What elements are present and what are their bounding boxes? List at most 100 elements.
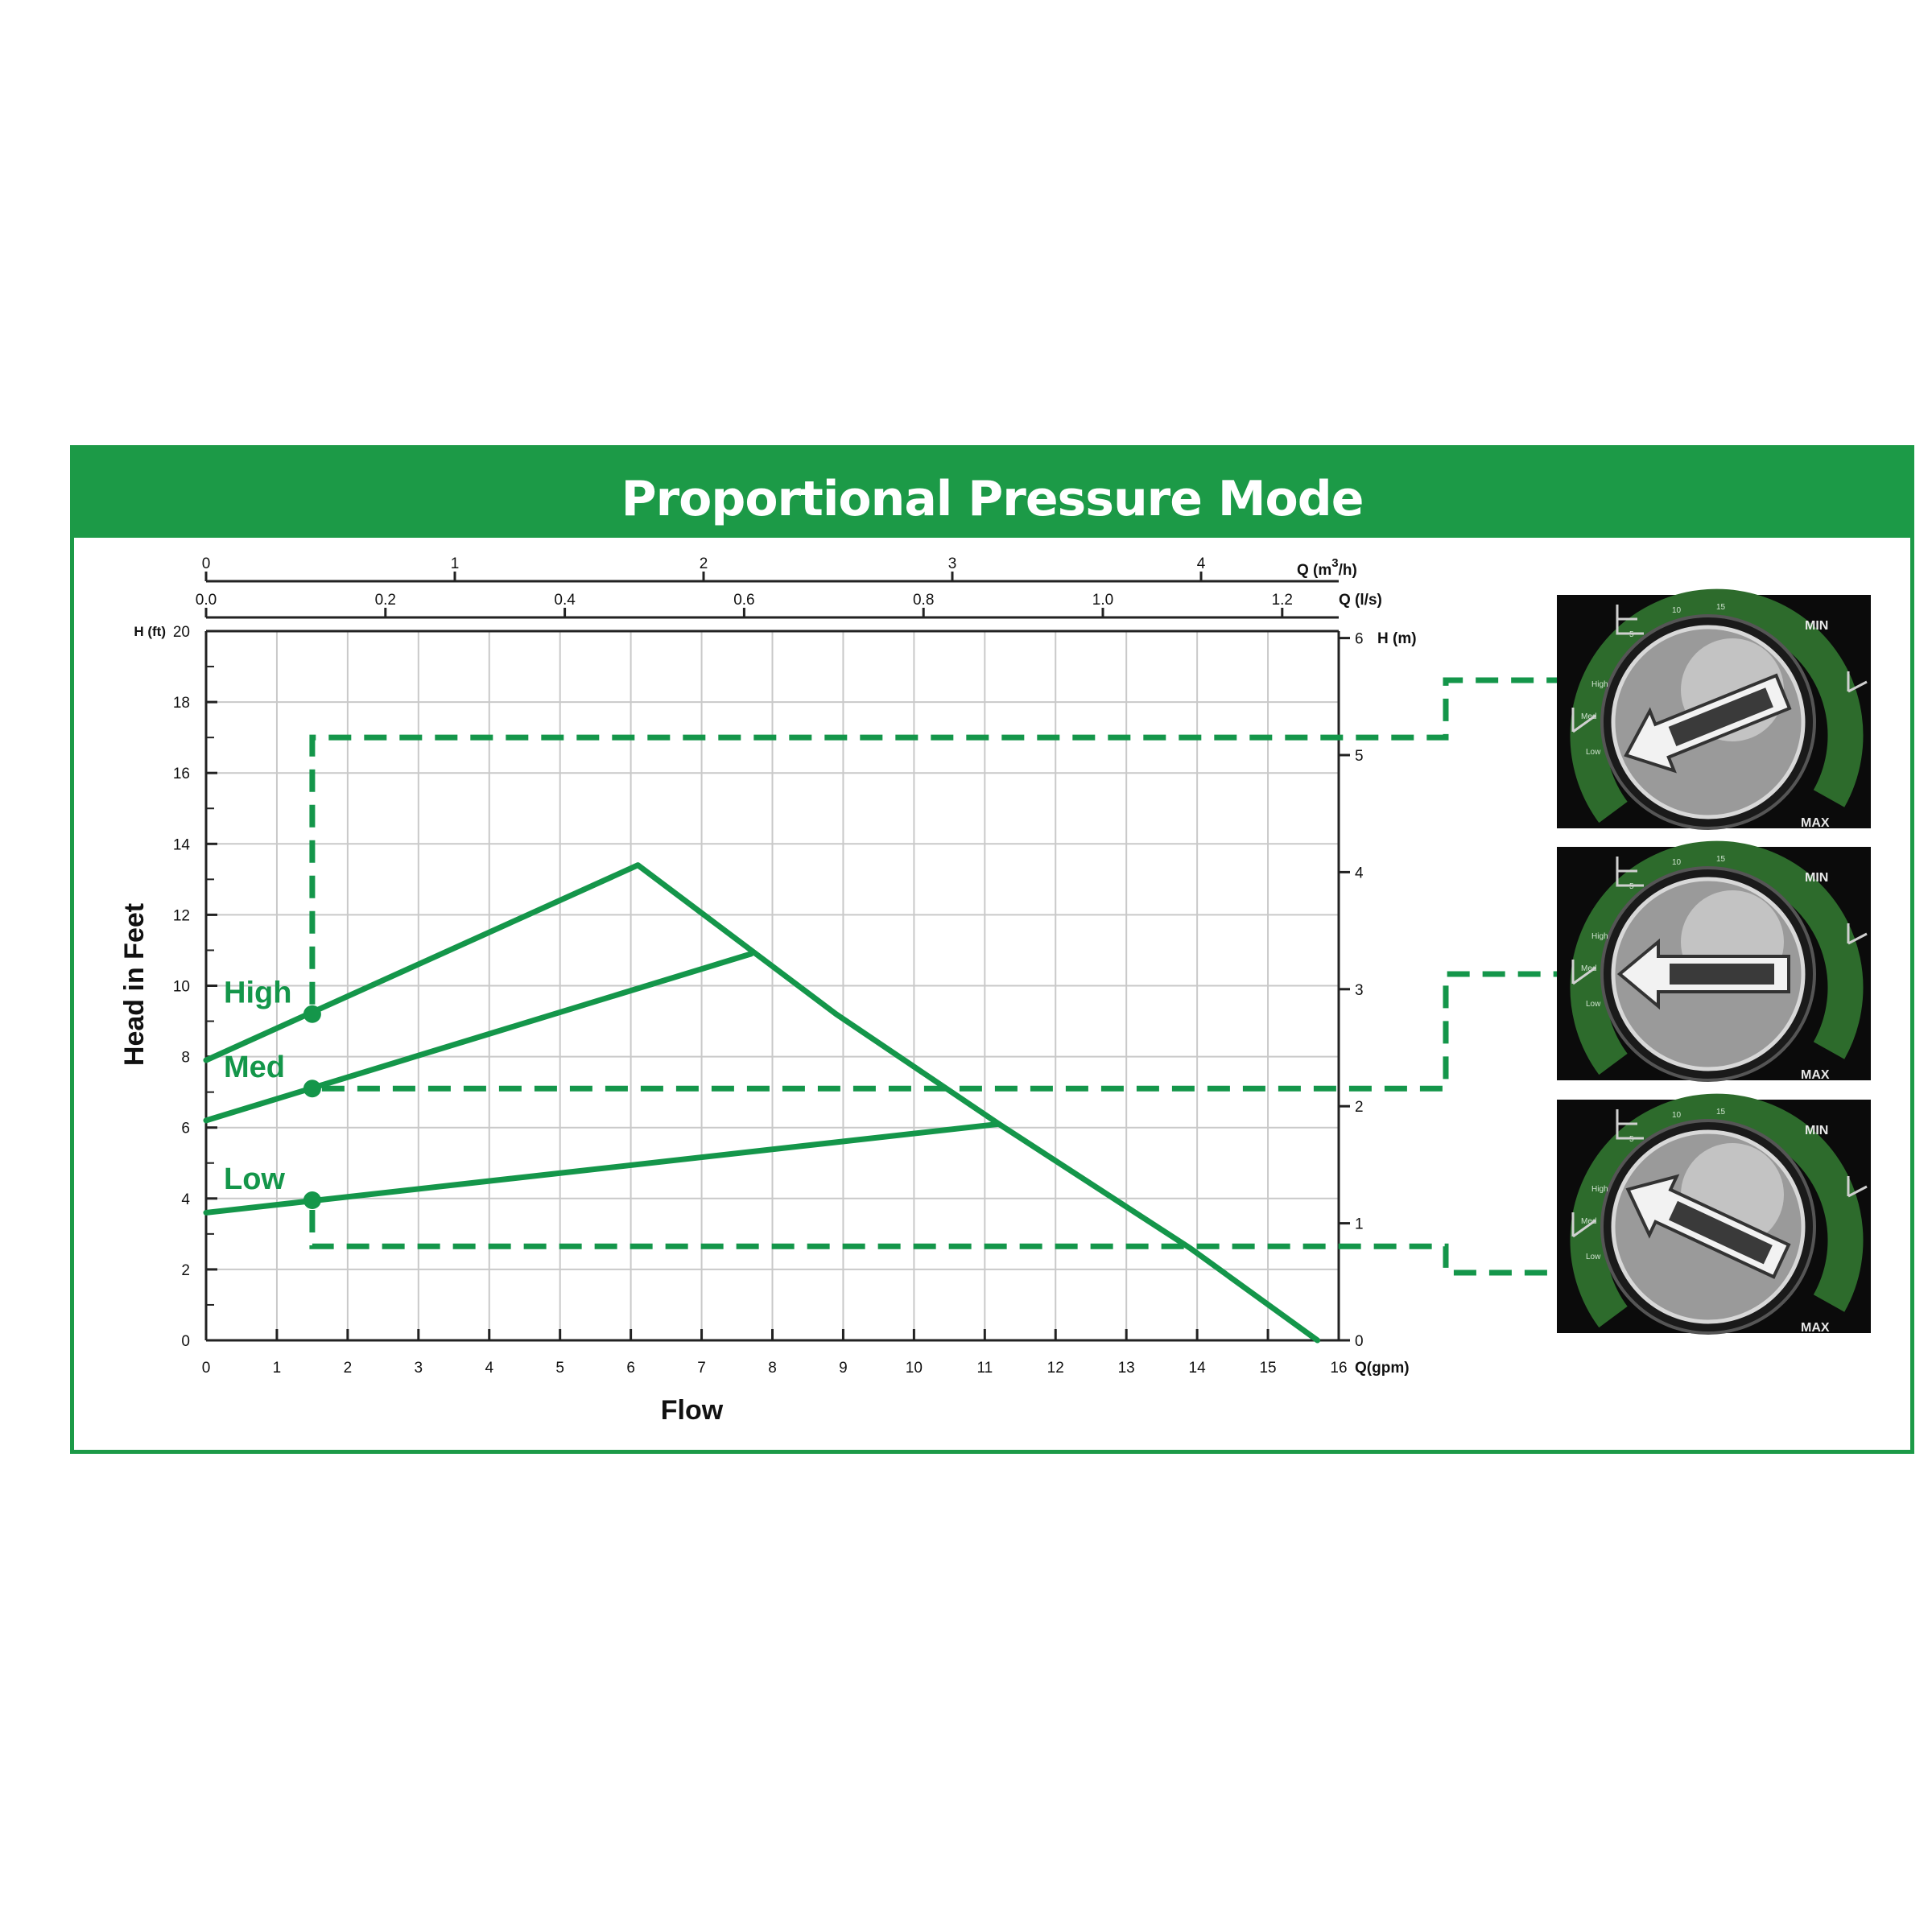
point-med [303, 1080, 321, 1098]
label-low: Low [224, 1162, 285, 1196]
dial-high-label: High [1591, 1185, 1608, 1194]
point-low [303, 1191, 321, 1210]
dial-scale-15: 15 [1716, 1108, 1726, 1117]
dial-high-label: High [1591, 932, 1608, 941]
x-tick-label: 4 [485, 1360, 493, 1377]
guide-low [309, 1210, 1604, 1276]
x-tick-label: 5 [555, 1360, 564, 1377]
x-tick-label: 8 [768, 1360, 777, 1377]
dial-high-label: High [1591, 680, 1608, 689]
dial-low-label: Low [1586, 1253, 1601, 1261]
y-unit-label: H (ft) [134, 624, 166, 639]
y-tick-label: 12 [173, 907, 190, 924]
x-tick-label: 2 [344, 1360, 353, 1377]
top-m3h-label: Q (m3/h) [1297, 556, 1357, 579]
label-high: High [224, 976, 291, 1010]
grid [206, 631, 1339, 1340]
proportional-pressure-icon [1571, 1212, 1596, 1238]
guide-med [321, 971, 1594, 1092]
x-tick-label: 0 [202, 1360, 211, 1377]
y-tick-label: 0 [181, 1333, 190, 1350]
system-curve-line [634, 862, 1321, 1344]
dial-grip [1670, 964, 1774, 985]
y-tick-label: 14 [173, 836, 191, 853]
series-line-med [203, 951, 754, 1124]
y-tick-label: 4 [181, 1191, 190, 1208]
top-ls-label: Q (l/s) [1339, 592, 1382, 609]
top-ls-tick-label: 0.0 [196, 592, 217, 609]
x-tick-label: 3 [415, 1360, 423, 1377]
top-m3h-tick-label: 3 [948, 555, 957, 572]
x-tick-label: 14 [1189, 1360, 1207, 1377]
y-tick-label: 18 [173, 695, 190, 712]
top-ls-tick-label: 0.4 [554, 592, 576, 609]
dial-max-label: MAX [1801, 1321, 1830, 1335]
dial-scale-10: 10 [1672, 606, 1682, 615]
dial-scale-ring [1570, 1093, 1864, 1328]
dial-min-label: MIN [1805, 619, 1828, 633]
top-m3h-tick-label: 4 [1197, 555, 1206, 572]
x-tick-label: 16 [1330, 1360, 1347, 1377]
right-tick-label: 6 [1355, 631, 1364, 648]
right-axis-label: H (m) [1377, 630, 1417, 647]
top-ls-tick-label: 1.2 [1272, 592, 1293, 609]
right-tick-label: 2 [1355, 1099, 1364, 1116]
series-line-high [203, 862, 641, 1063]
dial-med-label: Med [1581, 1217, 1596, 1226]
dial-pointer [1625, 1174, 1791, 1279]
top-m3h-tick-label: 1 [451, 555, 460, 572]
y-axis-title: Head in Feet [119, 903, 150, 1066]
x-tick-label: 1 [273, 1360, 282, 1377]
constant-pressure-icon [1616, 857, 1644, 887]
page-title: Proportional Pressure Mode [621, 471, 1364, 527]
x-tick-label: 13 [1118, 1360, 1135, 1377]
top-m3h-tick-label: 0 [202, 555, 211, 572]
x-tick-label: 11 [976, 1360, 993, 1377]
y-tick-label: 16 [173, 766, 190, 782]
dial-pointer [1616, 938, 1790, 1010]
dial-scale-15: 15 [1716, 603, 1726, 612]
proportional-pressure-icon [1571, 708, 1596, 733]
top-m3h-tick-label: 2 [700, 555, 708, 572]
dial-pointer [1624, 673, 1792, 774]
constant-pressure-icon [1616, 1109, 1644, 1140]
right-tick-label: 1 [1355, 1216, 1364, 1233]
right-tick-label: 3 [1355, 982, 1364, 999]
x-tick-label: 15 [1259, 1360, 1276, 1377]
dial-med-label: Med [1581, 712, 1596, 721]
dial-grip [1668, 687, 1773, 747]
dial-min-label: MIN [1805, 871, 1828, 885]
dial-scale-10: 10 [1672, 858, 1682, 867]
y-tick-label: 8 [181, 1050, 190, 1067]
dial-scale-10: 10 [1672, 1111, 1682, 1120]
dial-max-label: MAX [1801, 816, 1830, 830]
constant-pressure-icon [1616, 605, 1644, 635]
x-unit-label: Q(gpm) [1355, 1360, 1410, 1377]
point-high [303, 1005, 321, 1023]
dial-scale-ring [1570, 588, 1864, 824]
guide-high [309, 677, 1604, 1005]
label-med: Med [224, 1051, 285, 1084]
x-tick-label: 9 [839, 1360, 848, 1377]
top-ls-tick-label: 0.6 [733, 592, 754, 609]
right-tick-label: 0 [1355, 1333, 1364, 1350]
auto-adapt-icon [1847, 1176, 1868, 1198]
top-ls-tick-label: 0.8 [913, 592, 934, 609]
x-axis-title: Flow [661, 1395, 724, 1426]
dial-min-label: MIN [1805, 1124, 1828, 1137]
y-tick-label: 6 [181, 1121, 190, 1137]
top-ls-tick-label: 1.0 [1092, 592, 1113, 609]
right-tick-label: 5 [1355, 748, 1364, 765]
y-tick-label: 10 [173, 979, 190, 996]
dial-low-label: Low [1586, 748, 1601, 757]
dial-med-label: Med [1581, 964, 1596, 973]
top-ls-tick-label: 0.2 [375, 592, 396, 609]
dial-guides [309, 677, 1604, 1276]
auto-adapt-icon [1847, 671, 1868, 693]
